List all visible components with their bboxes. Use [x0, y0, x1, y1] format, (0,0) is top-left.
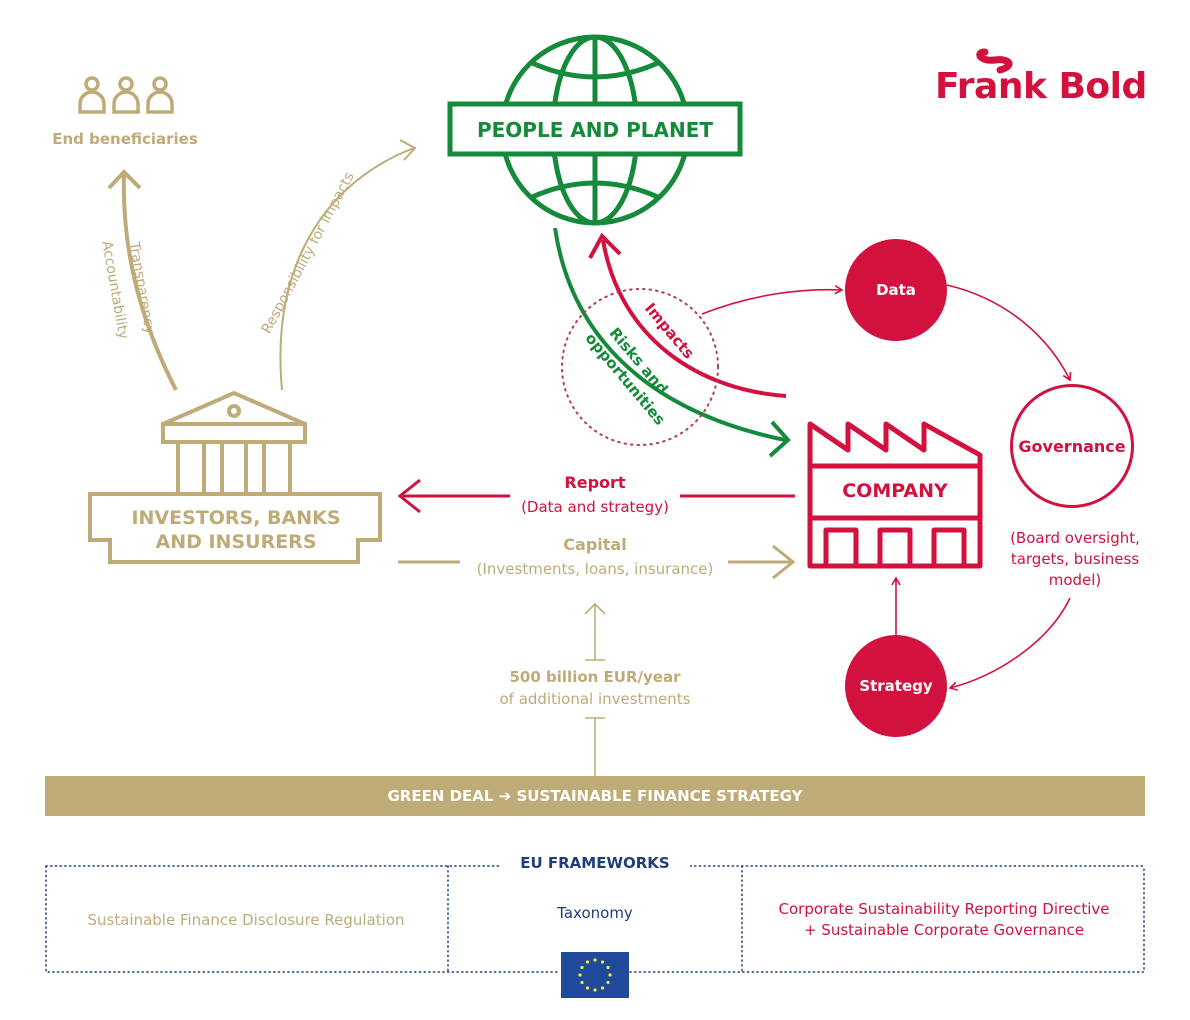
investors-label-line1: INVESTORS, BANKS — [131, 507, 341, 529]
data-to-governance-arrow — [946, 284, 1072, 382]
to-data-arrow — [701, 284, 844, 315]
capital-subtitle: (Investments, loans, insurance) — [476, 560, 714, 578]
framework-csrd: Corporate Sustainability Reporting Direc… — [745, 870, 1143, 970]
report-subtitle: (Data and strategy) — [521, 498, 669, 516]
responsibility-arrow — [279, 147, 415, 391]
framework-sfdr: Sustainable Finance Disclosure Regulatio… — [48, 870, 444, 970]
investment-subtitle: of additional investments — [499, 690, 691, 708]
eu-star-icon — [608, 973, 612, 977]
people-planet-label: PEOPLE AND PLANET — [476, 118, 714, 142]
capital-arrowhead-icon — [772, 544, 796, 580]
frameworks-frame — [45, 865, 1145, 973]
brand-logo: Frank Bold — [935, 66, 1147, 107]
governance-node: Governance — [1010, 384, 1134, 508]
eu-flag-icon — [561, 952, 629, 998]
eu-star-icon — [600, 960, 605, 964]
report-title: Report — [564, 473, 626, 492]
people-group-icon — [78, 76, 174, 114]
end-beneficiaries-label: End beneficiaries — [52, 130, 198, 148]
transparency-arrowhead-icon — [107, 169, 142, 190]
eu-star-icon — [585, 960, 590, 964]
governance-detail-line1: (Board oversight, — [1010, 529, 1140, 547]
strategy-node-label: Strategy — [859, 677, 933, 695]
company-label: COMPANY — [842, 480, 948, 502]
framework-taxonomy: Taxonomy — [450, 870, 740, 956]
investors-label-line2: AND INSURERS — [155, 531, 317, 553]
data-node: Data — [845, 239, 947, 341]
impacts-arrow — [601, 239, 787, 398]
globe-icon — [447, 34, 743, 226]
report-arrowhead-icon — [397, 478, 421, 514]
brand-logo-icon — [976, 48, 1013, 74]
investment-flow-arrow — [584, 602, 606, 776]
governance-detail: (Board oversight, targets, business mode… — [995, 528, 1155, 591]
capital-title: Capital — [563, 535, 627, 554]
bank-building-icon — [88, 390, 382, 564]
framework-csrd-line1: Corporate Sustainability Reporting Direc… — [778, 900, 1110, 918]
eu-star-icon — [600, 986, 605, 990]
frameworks-title: EU FRAMEWORKS — [500, 854, 690, 872]
eu-star-icon — [580, 980, 584, 985]
transparency-arrow — [121, 174, 178, 391]
investors-label: INVESTORS, BANKS AND INSURERS — [96, 506, 376, 554]
eu-flag-stars — [578, 958, 612, 992]
risks-opportunities-arrow — [553, 227, 786, 442]
materiality-dotted-circle — [561, 288, 719, 446]
framework-sfdr-label: Sustainable Finance Disclosure Regulatio… — [87, 911, 405, 929]
governance-detail-line2: targets, business — [1010, 550, 1140, 568]
factory-icon — [807, 421, 983, 569]
investment-amount: 500 billion EUR/year — [509, 668, 681, 686]
green-deal-label: GREEN DEAL ➔ SUSTAINABLE FINANCE STRATEG… — [387, 787, 803, 805]
green-deal-bar: GREEN DEAL ➔ SUSTAINABLE FINANCE STRATEG… — [45, 776, 1145, 816]
eu-star-icon — [580, 965, 584, 970]
governance-to-strategy-arrow — [948, 597, 1071, 691]
eu-star-icon — [593, 958, 597, 962]
governance-node-label: Governance — [1018, 436, 1126, 456]
eu-star-icon — [578, 973, 582, 977]
eu-star-icon — [585, 986, 590, 990]
eu-star-icon — [606, 980, 610, 985]
eu-star-icon — [606, 965, 610, 970]
risks-arrowhead-icon — [768, 420, 791, 458]
impacts-arrowhead-icon — [588, 232, 622, 259]
strategy-node: Strategy — [845, 635, 947, 737]
governance-detail-line3: model) — [1048, 571, 1102, 589]
responsibility-arrowhead-icon — [399, 139, 417, 161]
framework-taxonomy-label: Taxonomy — [557, 904, 633, 922]
data-node-label: Data — [876, 281, 916, 299]
eu-star-icon — [593, 988, 597, 992]
framework-csrd-line2: + Sustainable Corporate Governance — [803, 921, 1085, 939]
